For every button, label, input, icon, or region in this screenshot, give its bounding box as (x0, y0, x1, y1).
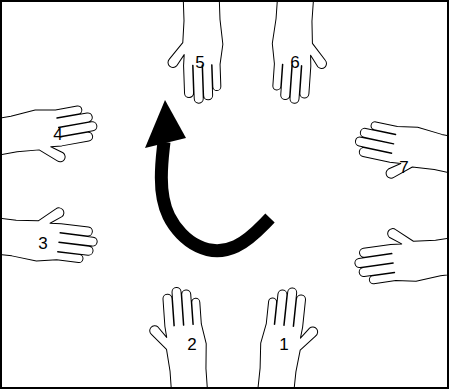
callout-number: 6 (290, 54, 299, 71)
callout-number: 3 (38, 235, 47, 252)
hand-outline (268, 2, 331, 105)
hand-outline (147, 286, 210, 387)
hand-outline (351, 220, 447, 290)
callout-number: 7 (399, 159, 408, 176)
hand-outline (349, 115, 447, 191)
callout-number: 2 (187, 336, 196, 353)
arrow-head (145, 100, 186, 148)
hand-outline (2, 100, 102, 173)
hand-outline (2, 200, 101, 268)
callout-number: 1 (279, 336, 288, 353)
callout-number: 5 (195, 54, 204, 71)
callout-number: 4 (53, 126, 62, 143)
hand-outline (256, 285, 322, 387)
rotation-arrow (161, 142, 270, 251)
hand-outline (166, 2, 225, 104)
